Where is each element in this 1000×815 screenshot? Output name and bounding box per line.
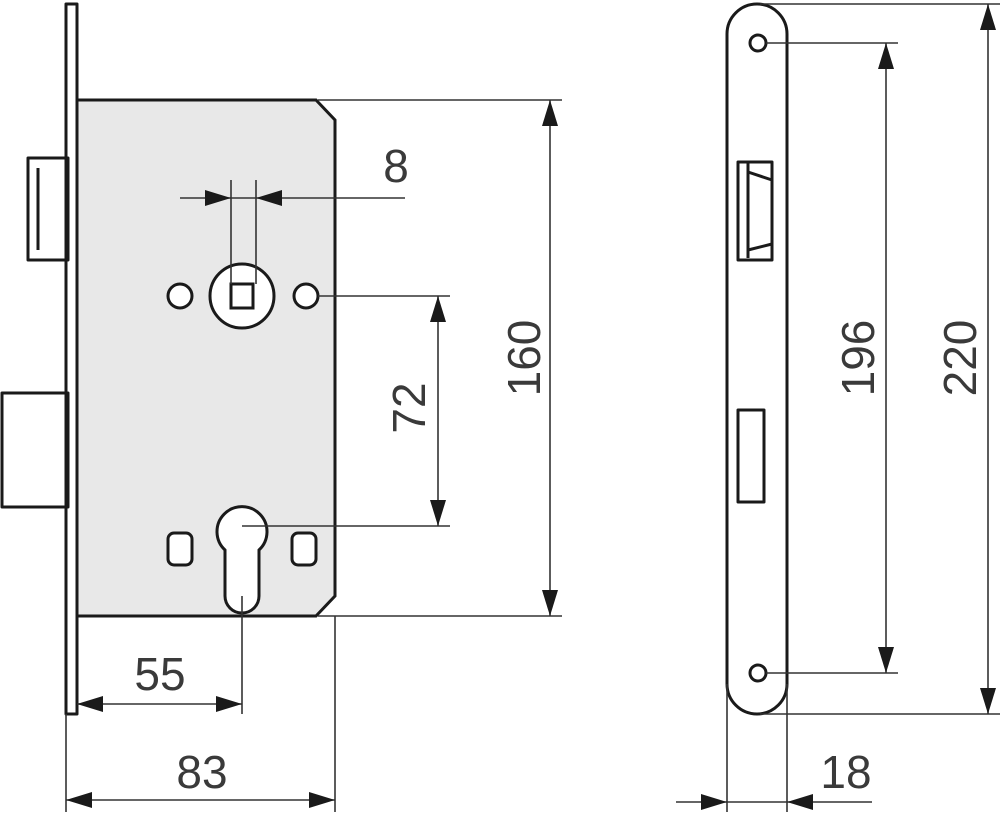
side-view <box>725 2 789 716</box>
width-arrow-right <box>787 794 813 810</box>
cylinder-cutout <box>215 505 269 615</box>
faceplate-width-label: 18 <box>820 746 871 798</box>
faceplate-latch-opening <box>736 160 774 262</box>
distance-label: 72 <box>383 382 435 433</box>
front-view <box>0 2 337 716</box>
faceplate-deadbolt-opening <box>736 408 766 504</box>
backset-arrow-left <box>77 696 103 712</box>
case-depth-label: 83 <box>176 746 227 798</box>
distance-arrow-bottom <box>430 500 446 526</box>
screw-arrow-top <box>878 43 894 69</box>
cylinder-slot-right <box>290 531 318 567</box>
faceplate-height-arrow-top <box>980 4 996 30</box>
hub-fixing-hole-left <box>166 282 194 310</box>
distance-arrow-top <box>430 296 446 322</box>
width-arrow-left <box>701 794 727 810</box>
body-height-label: 160 <box>498 320 550 397</box>
backset-arrow-right <box>216 696 242 712</box>
cylinder-slot-left <box>166 531 194 567</box>
latch-bolt <box>26 156 70 262</box>
backset-label: 55 <box>134 648 185 700</box>
faceplate-height-label: 220 <box>934 320 986 397</box>
screw-spacing-label: 196 <box>832 320 884 397</box>
faceplate-latch-bevel <box>746 162 773 258</box>
side-view-dimensions: 196 220 18 <box>676 3 1000 812</box>
faceplate-height-arrow-bottom <box>980 688 996 714</box>
dead-bolt <box>0 391 70 509</box>
lock-case-body <box>75 98 337 618</box>
depth-arrow-right <box>309 792 335 808</box>
height-arrow-top <box>542 100 558 126</box>
spindle-arrow-right <box>256 190 282 206</box>
faceplate-screw-hole-top <box>748 33 768 53</box>
front-faceplate <box>64 2 79 716</box>
hub-fixing-hole-right <box>292 282 320 310</box>
screw-arrow-bottom <box>878 647 894 673</box>
spindle-arrow-left <box>205 190 231 206</box>
front-view-dimensions: 8 72 160 55 83 <box>65 99 562 812</box>
side-faceplate <box>725 2 789 716</box>
height-arrow-bottom <box>542 590 558 616</box>
spindle-width-label: 8 <box>383 140 409 192</box>
depth-arrow-left <box>66 792 92 808</box>
faceplate-screw-hole-bottom <box>748 663 768 683</box>
spindle-square <box>229 282 255 310</box>
